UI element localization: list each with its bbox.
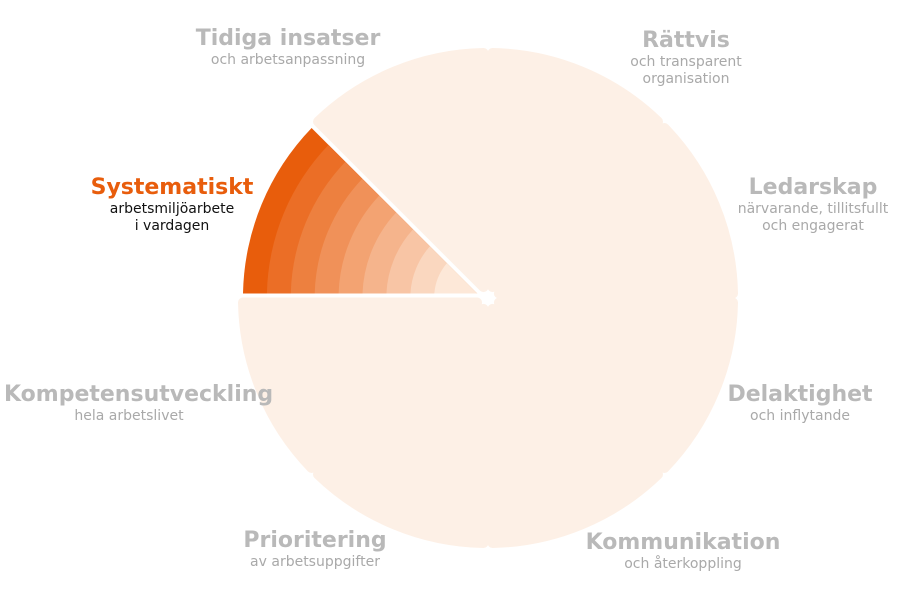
segment-shape bbox=[238, 297, 483, 473]
segment-subtitle: och arbetsanpassning bbox=[210, 52, 366, 69]
wheel-segment-kompetensutveckling[interactable] bbox=[238, 297, 483, 473]
segment-shape bbox=[487, 303, 663, 548]
segment-title: Kommunikation bbox=[585, 530, 781, 555]
segment-shape bbox=[493, 123, 738, 299]
segment-shape bbox=[313, 303, 489, 548]
segment-subtitle: och inflytande bbox=[750, 408, 850, 425]
segment-subtitle: och transparent bbox=[630, 54, 742, 71]
label-rattvis[interactable]: Rättvis och transparent organisation bbox=[586, 28, 786, 88]
segment-title: Delaktighet bbox=[727, 382, 873, 407]
wheel-segment-delaktighet[interactable] bbox=[493, 297, 738, 473]
wheel-segment-prioritering[interactable] bbox=[313, 303, 489, 548]
wheel-segment-systematiskt[interactable] bbox=[243, 128, 478, 294]
segment-subtitle: hela arbetslivet bbox=[74, 408, 184, 425]
segment-subtitle: och engagerat bbox=[762, 218, 864, 235]
segment-subtitle: närvarande, tillitsfullt bbox=[737, 201, 889, 218]
label-tidiga[interactable]: Tidiga insatser och arbetsanpassning bbox=[178, 26, 398, 69]
segment-title: Tidiga insatser bbox=[195, 26, 381, 51]
segment-subtitle: i vardagen bbox=[134, 218, 210, 235]
active-ring bbox=[434, 263, 478, 294]
segment-title: Prioritering bbox=[243, 528, 387, 553]
label-kommunikation[interactable]: Kommunikation och återkoppling bbox=[568, 530, 798, 573]
label-systematiskt[interactable]: Systematiskt arbetsmiljöarbete i vardage… bbox=[62, 175, 282, 235]
segment-subtitle: och återkoppling bbox=[624, 556, 742, 573]
segment-subtitle: organisation bbox=[642, 71, 730, 88]
segment-shape bbox=[487, 48, 663, 293]
segment-subtitle: av arbetsuppgifter bbox=[250, 554, 380, 571]
segment-title: Systematiskt bbox=[90, 175, 254, 200]
wheel-segment-rattvis[interactable] bbox=[487, 48, 663, 293]
segment-subtitle: arbetsmiljöarbete bbox=[109, 201, 235, 218]
segment-shape bbox=[313, 48, 489, 293]
label-ledarskap[interactable]: Ledarskap närvarande, tillitsfullt och e… bbox=[703, 175, 900, 235]
segment-title: Kompetensutveckling bbox=[4, 382, 274, 407]
label-delaktighet[interactable]: Delaktighet och inflytande bbox=[700, 382, 900, 425]
wheel-segment-ledarskap[interactable] bbox=[493, 123, 738, 299]
wheel-segment-tidiga[interactable] bbox=[313, 48, 489, 293]
segment-shape bbox=[493, 297, 738, 473]
wheel-segment-kommunikation[interactable] bbox=[487, 303, 663, 548]
label-prioritering[interactable]: Prioritering av arbetsuppgifter bbox=[205, 528, 425, 571]
segment-title: Rättvis bbox=[642, 28, 730, 53]
segment-title: Ledarskap bbox=[748, 175, 878, 200]
label-kompetensutveckling[interactable]: Kompetensutveckling hela arbetslivet bbox=[4, 382, 274, 425]
